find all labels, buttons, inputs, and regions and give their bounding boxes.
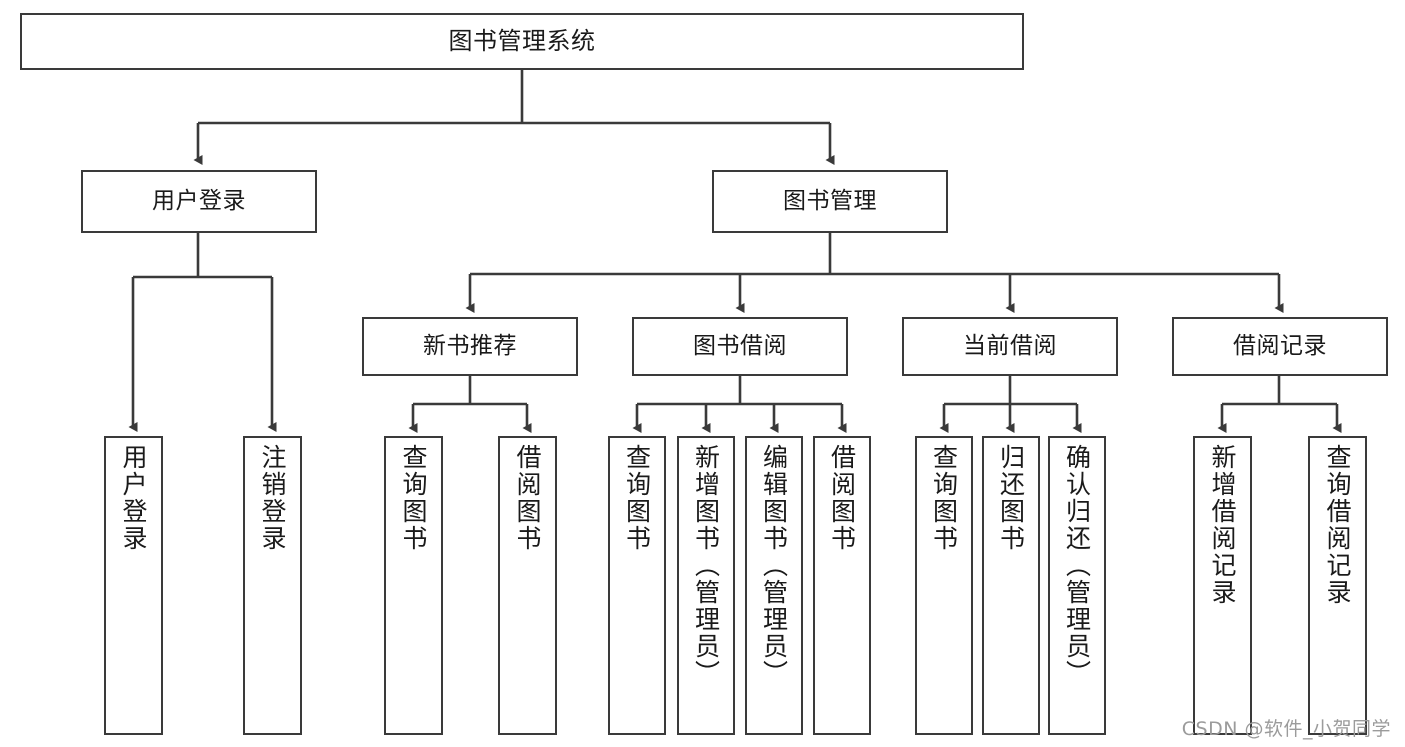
node-leaf-return-book-label: 归还图书 [996,444,1026,552]
node-borrow-record-label: 借阅记录 [1233,332,1327,359]
connector-lines [128,70,1342,433]
node-leaf-query-book-2-label: 查询图书 [622,444,652,552]
node-leaf-add-book-label: 新增图书（管理员） [691,444,721,687]
node-leaf-user-login-label: 用户登录 [119,444,148,552]
node-leaf-borrow-book-1-label: 借阅图书 [513,444,542,552]
node-root-system-label: 图书管理系统 [448,27,596,56]
node-leaf-logout-login[interactable]: 注销登录 [243,436,302,735]
node-book-manage[interactable]: 图书管理 [712,170,948,233]
node-current-borrow[interactable]: 当前借阅 [902,317,1118,376]
node-leaf-query-book-2[interactable]: 查询图书 [608,436,666,735]
node-leaf-return-book[interactable]: 归还图书 [982,436,1040,735]
node-leaf-query-book-1-label: 查询图书 [399,444,428,552]
node-leaf-query-book-3[interactable]: 查询图书 [915,436,973,735]
node-book-borrow-label: 图书借阅 [693,332,787,359]
node-new-book-recommend[interactable]: 新书推荐 [362,317,578,376]
node-leaf-logout-login-label: 注销登录 [258,444,287,552]
node-leaf-user-login[interactable]: 用户登录 [104,436,163,735]
node-leaf-add-record[interactable]: 新增借阅记录 [1193,436,1252,735]
node-leaf-edit-book-label: 编辑图书（管理员） [759,444,789,687]
node-leaf-add-record-label: 新增借阅记录 [1208,444,1237,606]
node-book-manage-label: 图书管理 [783,187,877,214]
node-root-system[interactable]: 图书管理系统 [20,13,1024,70]
node-user-login-label: 用户登录 [152,187,246,214]
node-leaf-add-book[interactable]: 新增图书（管理员） [677,436,735,735]
node-leaf-confirm-return[interactable]: 确认归还（管理员） [1048,436,1106,735]
node-book-borrow[interactable]: 图书借阅 [632,317,848,376]
node-leaf-edit-book[interactable]: 编辑图书（管理员） [745,436,803,735]
node-leaf-query-book-3-label: 查询图书 [929,444,959,552]
node-borrow-record[interactable]: 借阅记录 [1172,317,1388,376]
node-leaf-borrow-book-1[interactable]: 借阅图书 [498,436,557,735]
node-leaf-query-record-label: 查询借阅记录 [1323,444,1352,606]
node-leaf-borrow-book-2[interactable]: 借阅图书 [813,436,871,735]
node-leaf-borrow-book-2-label: 借阅图书 [827,444,857,552]
node-current-borrow-label: 当前借阅 [963,332,1057,359]
node-leaf-query-record[interactable]: 查询借阅记录 [1308,436,1367,735]
node-user-login[interactable]: 用户登录 [81,170,317,233]
node-leaf-confirm-return-label: 确认归还（管理员） [1062,444,1092,687]
node-leaf-query-book-1[interactable]: 查询图书 [384,436,443,735]
node-new-book-recommend-label: 新书推荐 [423,332,517,359]
